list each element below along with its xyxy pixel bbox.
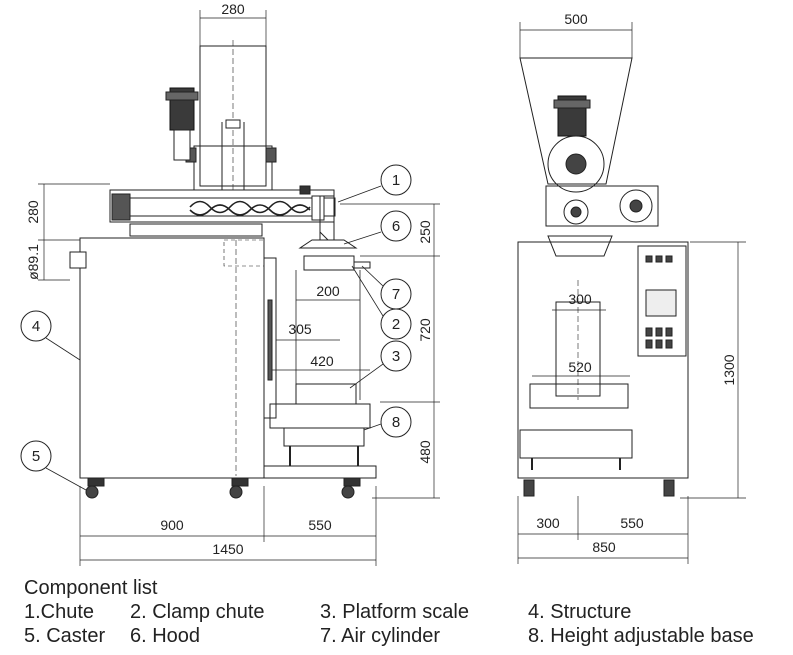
dim-300-bottom: 300 [536, 515, 560, 531]
front-scale [529, 383, 629, 409]
front-view [517, 22, 746, 564]
callout-7-label: 7 [392, 286, 400, 303]
dim-500-top: 500 [564, 11, 588, 27]
dim-520: 520 [568, 359, 592, 375]
side-dimensions [38, 10, 440, 566]
front-cabinet [517, 241, 689, 479]
side-view [38, 10, 440, 566]
dim-300-front: 300 [568, 291, 592, 307]
dim-720: 720 [417, 318, 433, 342]
dim-420: 420 [310, 353, 334, 369]
callout-4 [20, 310, 52, 342]
component-legend: Component list 1.Chute 2. Clamp chute 3.… [24, 576, 789, 648]
platform-scale [295, 383, 357, 405]
callout-3 [380, 340, 412, 372]
dim-1300: 1300 [721, 354, 737, 385]
legend-title: Component list [24, 577, 158, 599]
callout-6-label: 6 [392, 218, 400, 235]
callout-8-label: 8 [392, 414, 400, 431]
adjustable-base [283, 427, 365, 447]
legend-row-2: 5. Caster 6. Hood 7. Air cylinder 8. Hei… [24, 624, 789, 648]
control-panel [637, 245, 687, 357]
dim-200: 200 [316, 283, 340, 299]
legend-item: 1.Chute [24, 601, 95, 623]
dim-550-side: 550 [308, 517, 332, 533]
dim-250: 250 [417, 220, 433, 244]
front-dimensions [517, 22, 746, 564]
dim-850: 850 [592, 539, 616, 555]
callouts [20, 164, 412, 491]
legend-item: 8. Height adjustable base [528, 625, 754, 647]
legend-item: 3. Platform scale [320, 601, 469, 623]
casters [85, 477, 361, 499]
callout-2-label: 2 [392, 316, 400, 333]
legend-item: 2. Clamp chute [130, 601, 265, 623]
legend-item: 4. Structure [528, 601, 632, 623]
callout-5 [20, 440, 52, 472]
dim-tube-diameter: ø89.1 [25, 244, 41, 280]
dim-1450: 1450 [212, 541, 243, 557]
callout-1 [380, 164, 412, 196]
callout-4-label: 4 [32, 318, 40, 335]
dim-900: 900 [160, 517, 184, 533]
callout-6 [380, 210, 412, 242]
legend-item: 5. Caster [24, 625, 106, 647]
cabinet [79, 237, 265, 479]
callout-1-label: 1 [392, 172, 400, 189]
dim-280-auger: 280 [25, 200, 41, 224]
legend-row-1: 1.Chute 2. Clamp chute 3. Platform scale… [24, 600, 789, 624]
callout-2 [380, 308, 412, 340]
technical-drawing: 1 2 3 4 5 6 7 8 280 500 280 ø89.1 250 72… [20, 1, 746, 566]
dim-280-top: 280 [221, 1, 245, 17]
callout-3-label: 3 [392, 348, 400, 365]
callout-8 [380, 406, 412, 438]
dim-480: 480 [417, 440, 433, 464]
legend-item: 7. Air cylinder [320, 625, 441, 647]
dim-305: 305 [288, 321, 312, 337]
front-hopper [519, 57, 633, 185]
dim-550-front: 550 [620, 515, 644, 531]
callout-5-label: 5 [32, 448, 40, 465]
legend-item: 6. Hood [130, 625, 201, 647]
hood [298, 239, 358, 249]
